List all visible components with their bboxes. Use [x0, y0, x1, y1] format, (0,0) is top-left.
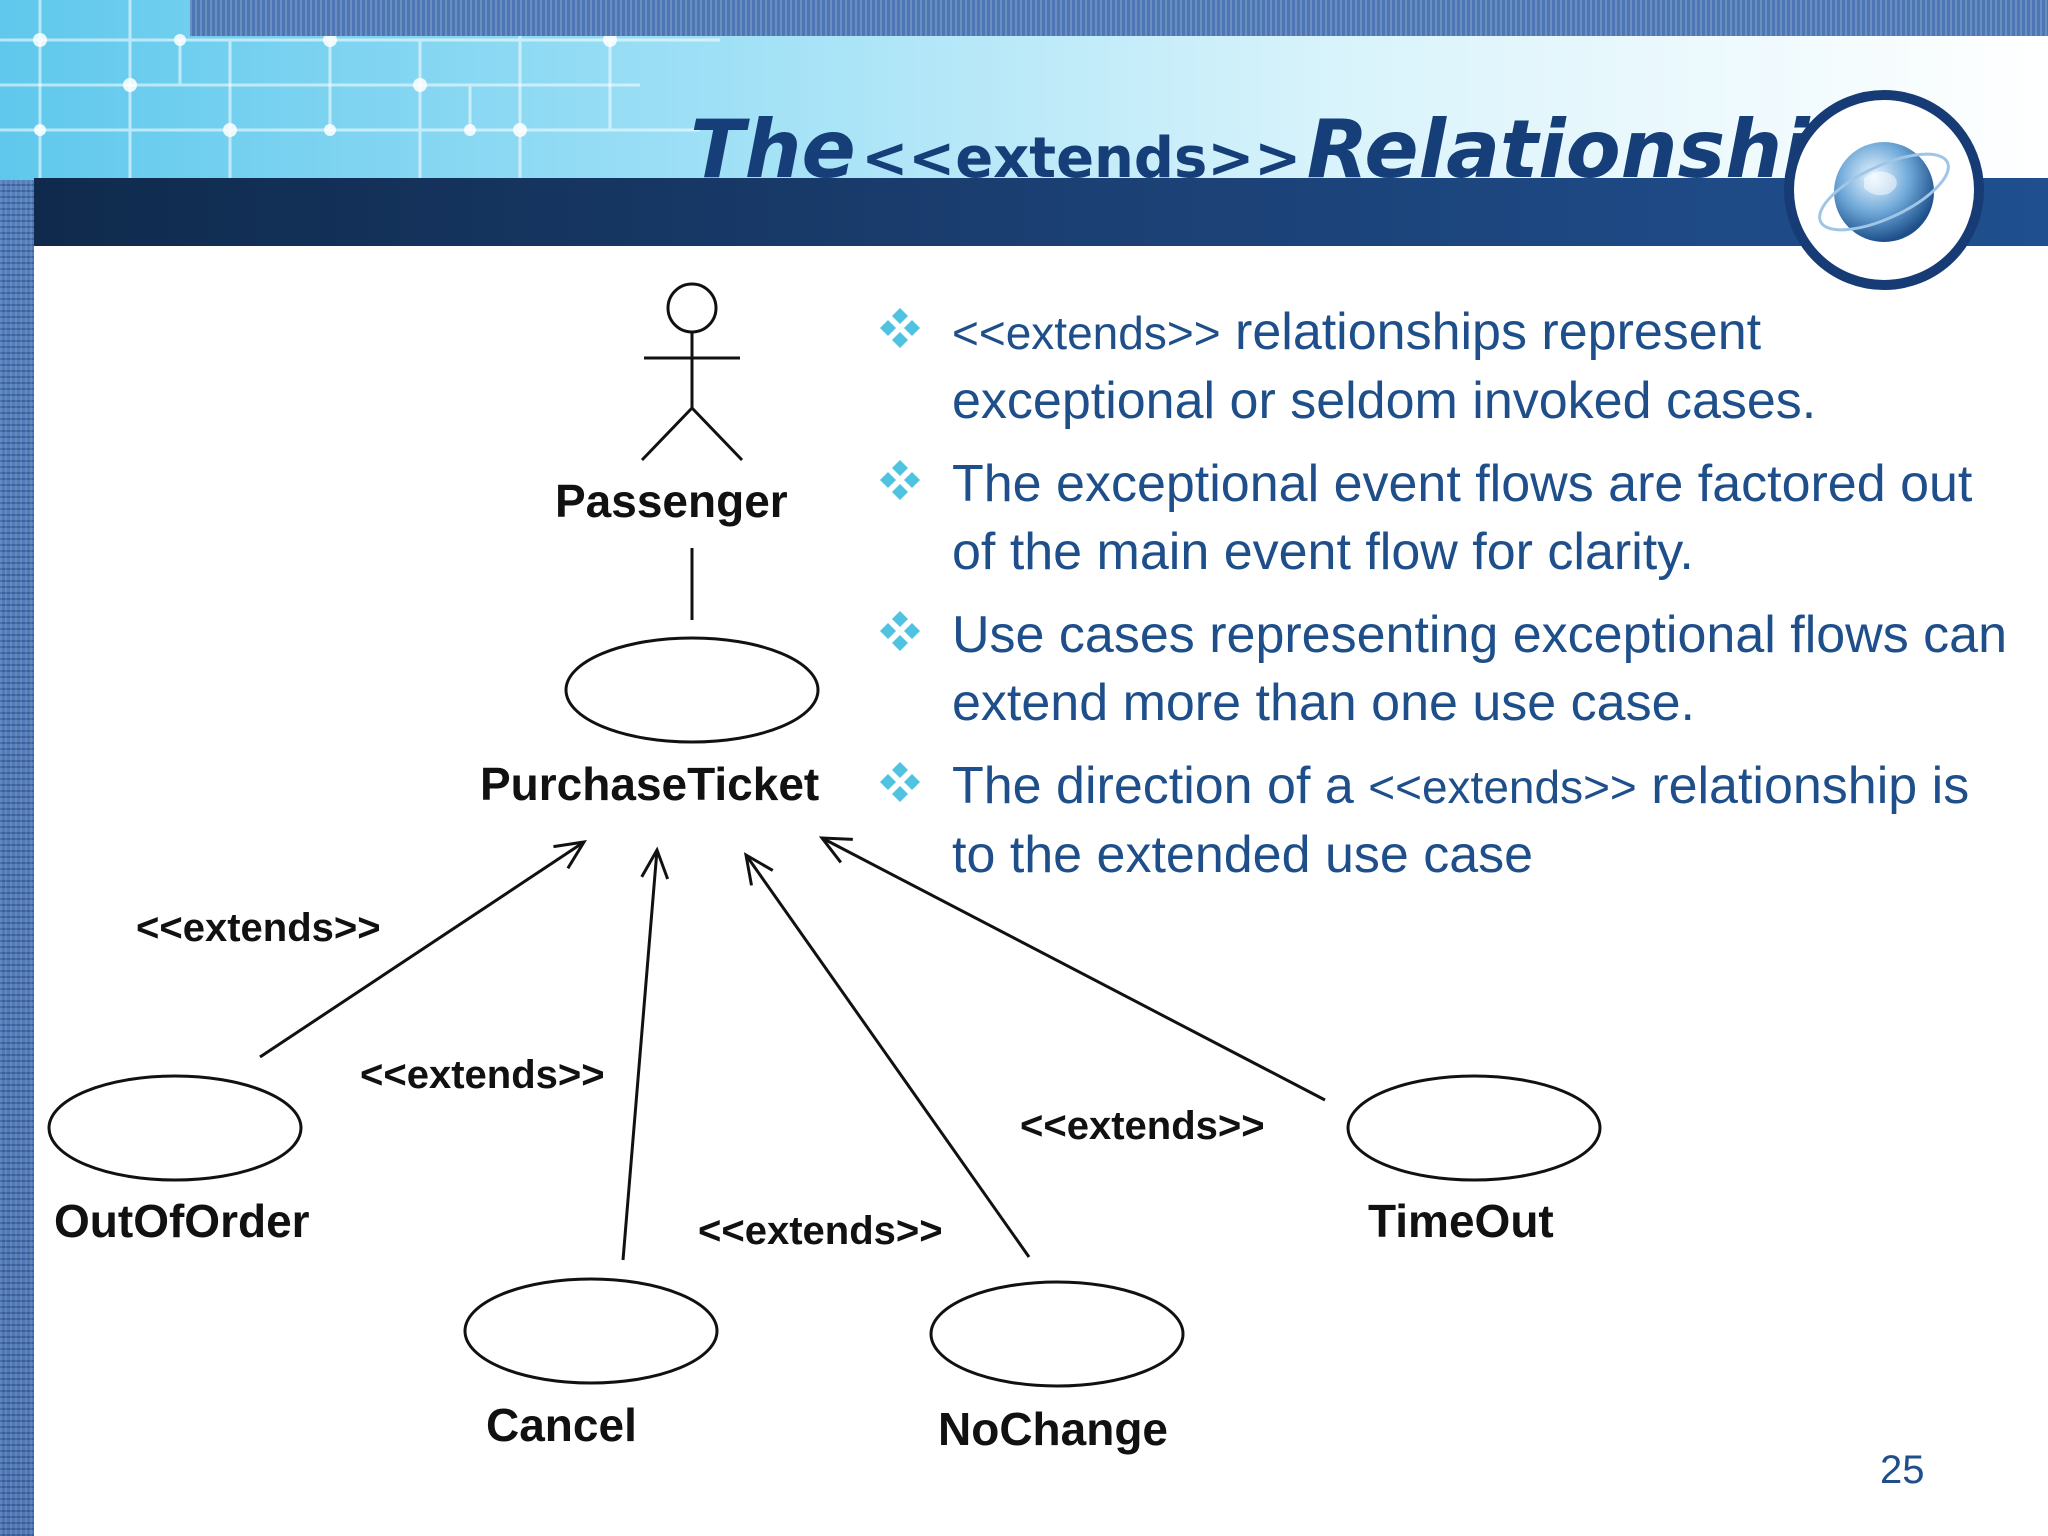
bullet-mid: <<extends>> — [1368, 761, 1637, 813]
actor-label: Passenger — [555, 475, 788, 527]
use-case-cancel — [463, 1277, 719, 1385]
use-case-outoforder — [47, 1074, 303, 1182]
diamond-bullet-icon — [880, 762, 920, 802]
bullet-prefix: <<extends>> — [952, 307, 1221, 359]
use-case-label-outoforder: OutOfOrder — [54, 1195, 310, 1247]
bullet-list: <<extends>> relationships represent exce… — [870, 298, 2020, 904]
circuit-pattern — [0, 0, 720, 180]
bullet-item: <<extends>> relationships represent exce… — [870, 298, 2020, 435]
use-case-label-purchaseticket: PurchaseTicket — [480, 758, 820, 810]
bullet-text-end: relationship is to the extended use case — [952, 757, 1970, 884]
title-part-extends: <<extends>> — [861, 126, 1302, 191]
bullet-text: relationships represent exceptional or s… — [952, 303, 1817, 430]
bullet-item: The direction of a <<extends>> relations… — [870, 752, 2020, 889]
extends-label-nochange: <<extends>> — [698, 1209, 943, 1253]
use-case-label-nochange: NoChange — [938, 1403, 1168, 1455]
extends-arrow-outoforder — [259, 840, 587, 1059]
use-case-purchaseticket — [564, 636, 820, 744]
title-part-the: The — [690, 103, 856, 196]
page-number: 25 — [1880, 1448, 1925, 1492]
diamond-bullet-icon — [880, 308, 920, 348]
header-top-strip — [190, 0, 2048, 36]
globe-icon — [1818, 142, 1950, 242]
use-case-timeout — [1346, 1074, 1602, 1182]
slide-title: The <<extends>> Relationship — [690, 100, 1867, 200]
bullet-item: The exceptional event flows are factored… — [870, 450, 2020, 586]
extends-label-timeout: <<extends>> — [1020, 1104, 1265, 1148]
extends-label-cancel: <<extends>> — [360, 1053, 605, 1097]
extends-arrow-nochange — [743, 852, 1031, 1258]
extends-arrow-cancel — [621, 846, 670, 1261]
extends-arrow-timeout — [818, 836, 1326, 1102]
diamond-bullet-icon — [880, 460, 920, 500]
bullet-text: Use cases representing exceptional flows… — [952, 606, 2008, 732]
bullet-text: The exceptional event flows are factored… — [952, 455, 1973, 581]
use-case-nochange — [929, 1280, 1185, 1388]
diamond-bullet-icon — [880, 611, 920, 651]
use-case-label-cancel: Cancel — [486, 1399, 637, 1451]
use-case-label-timeout: TimeOut — [1368, 1195, 1554, 1247]
globe-logo — [1784, 90, 1984, 290]
bullet-text: The direction of a — [952, 757, 1369, 815]
bullet-item: Use cases representing exceptional flows… — [870, 601, 2020, 737]
title-part-relationship: Relationship — [1306, 103, 1867, 196]
header-dark-bar — [34, 178, 2048, 246]
extends-label-outoforder: <<extends>> — [136, 906, 381, 950]
actor-passenger — [640, 282, 744, 462]
